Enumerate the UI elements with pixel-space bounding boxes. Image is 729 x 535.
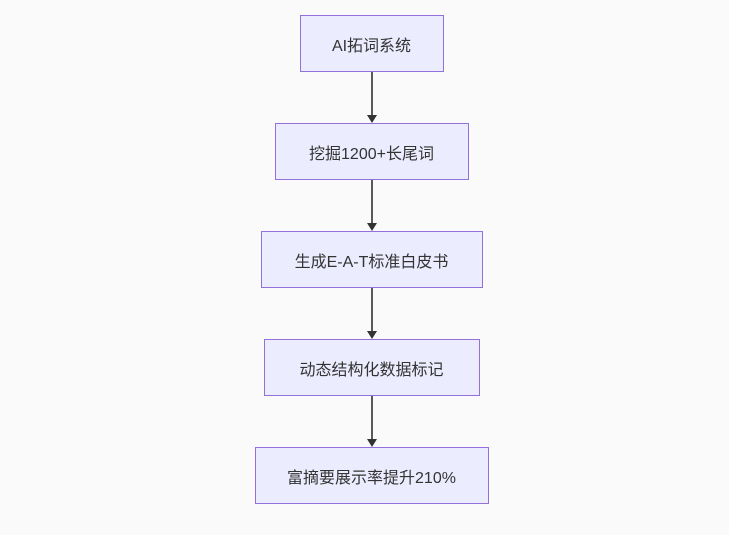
edge-arrow-2-3: [366, 180, 377, 231]
node-label: AI拓词系统: [331, 37, 412, 55]
arrowhead-icon: [366, 223, 377, 231]
flowchart-node-rich-snippet-result: 富摘要展示率提升210%: [254, 447, 489, 504]
flowchart-node-structured-data: 动态结构化数据标记: [263, 339, 480, 396]
edge-line: [370, 396, 373, 440]
flowchart-node-longtail-mining: 挖掘1200+长尾词: [274, 123, 469, 180]
flowchart-node-eat-whitepaper: 生成E-A-T标准白皮书: [260, 231, 483, 288]
node-label: 富摘要展示率提升210%: [287, 469, 456, 487]
node-label: 挖掘1200+长尾词: [309, 145, 434, 163]
edge-line: [370, 180, 373, 224]
edge-arrow-4-5: [366, 396, 377, 447]
edge-line: [370, 72, 373, 116]
arrowhead-icon: [366, 439, 377, 447]
arrowhead-icon: [366, 115, 377, 123]
arrowhead-icon: [366, 331, 377, 339]
edge-arrow-1-2: [366, 72, 377, 123]
flowchart-column: AI拓词系统 挖掘1200+长尾词 生成E-A-T标准白皮书 动态结构化数据标记: [7, 15, 729, 504]
flowchart-node-ai-system: AI拓词系统: [299, 15, 444, 72]
edge-line: [370, 288, 373, 332]
edge-arrow-3-4: [366, 288, 377, 339]
node-label: 生成E-A-T标准白皮书: [294, 253, 449, 271]
node-label: 动态结构化数据标记: [299, 361, 444, 379]
